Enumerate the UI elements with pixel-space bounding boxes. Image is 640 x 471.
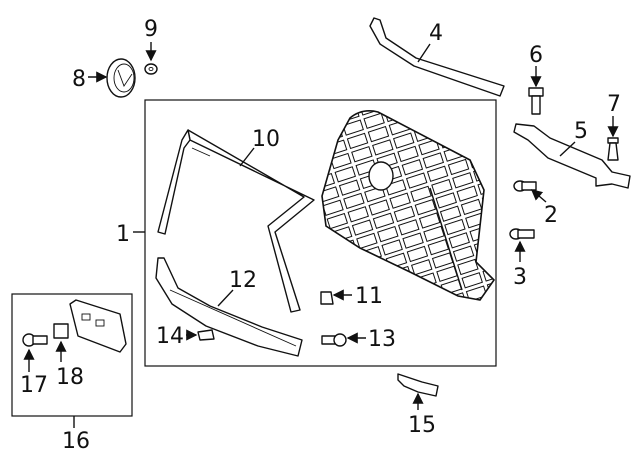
clip-nut-part-11[interactable] (320, 291, 334, 305)
callout-1: 1 (116, 222, 130, 247)
bracket-part-16[interactable] (69, 299, 127, 353)
lower-garnish-part[interactable] (155, 257, 303, 357)
clip-part-14[interactable] (197, 329, 215, 341)
emblem-part[interactable] (106, 58, 136, 98)
screw-part-3[interactable] (509, 228, 535, 240)
washer-part[interactable] (144, 63, 158, 75)
support-bracket-part[interactable] (513, 123, 631, 189)
callout-7: 7 (607, 92, 621, 117)
callout-4: 4 (429, 21, 443, 46)
callout-12: 12 (229, 268, 257, 293)
callout-6: 6 (529, 43, 543, 68)
grille-frame-part[interactable] (157, 129, 315, 313)
clip-part-7[interactable] (607, 137, 619, 161)
grille-assembly-box (144, 99, 497, 367)
bolt-part-6[interactable] (528, 87, 544, 115)
leader-lines (23, 42, 619, 410)
callout-5: 5 (574, 119, 588, 144)
callout-8: 8 (72, 67, 86, 92)
callout-3: 3 (513, 265, 527, 290)
callout-16: 16 (62, 429, 90, 454)
callout-15: 15 (408, 413, 436, 438)
callout-13: 13 (368, 327, 396, 352)
callout-14: 14 (156, 324, 184, 349)
clip-part-18[interactable] (53, 323, 69, 339)
callout-11: 11 (355, 284, 383, 309)
callout-17: 17 (20, 373, 48, 398)
callout-2: 2 (544, 203, 558, 228)
radiator-grille-part[interactable] (321, 110, 496, 301)
screw-part-13[interactable] (321, 333, 347, 347)
upper-molding-part[interactable] (369, 17, 505, 97)
grille-emblem-mount (368, 161, 394, 191)
callout-18: 18 (56, 365, 84, 390)
lower-bracket-part-15[interactable] (397, 373, 439, 397)
bracket-kit-box (11, 293, 133, 417)
bolt-part-17[interactable] (22, 333, 48, 347)
screw-part-2[interactable] (513, 180, 537, 192)
callout-10: 10 (252, 127, 280, 152)
callout-9: 9 (144, 17, 158, 42)
